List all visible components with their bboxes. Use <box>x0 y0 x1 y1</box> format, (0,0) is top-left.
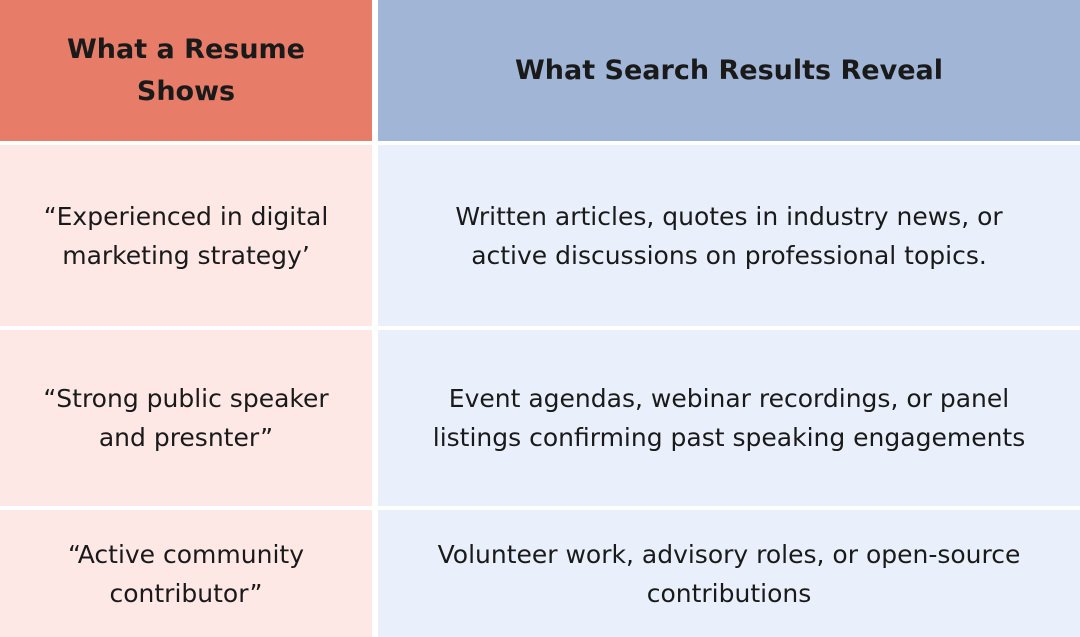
row-3-search-cell: Volunteer work, advisory roles, or open-… <box>378 510 1080 637</box>
header-resume-column: What a Resume Shows <box>0 0 372 141</box>
row-3-resume-text: “Active community contributor” <box>68 539 304 608</box>
row-3-search-text: Volunteer work, advisory roles, or open-… <box>437 539 1021 608</box>
row-1-search-cell: Written articles, quotes in industry new… <box>378 145 1080 326</box>
row-1-resume-cell: “Experienced in digital marketing strate… <box>0 145 372 326</box>
header-resume-label: What a Resume Shows <box>67 33 305 107</box>
row-2-search-text: Event agendas, webinar recordings, or pa… <box>432 384 1026 452</box>
header-search-column: What Search Results Reveal <box>378 0 1080 141</box>
row-3-resume-cell: “Active community contributor” <box>0 510 372 637</box>
row-1-resume-text: “Experienced in digital marketing strate… <box>43 201 329 270</box>
row-2-search-cell: Event agendas, webinar recordings, or pa… <box>378 330 1080 506</box>
row-2-resume-cell: “Strong public speaker and presnter” <box>0 330 372 506</box>
header-search-label: What Search Results Reveal <box>515 54 943 86</box>
row-2-resume-text: “Strong public speaker and presnter” <box>43 384 329 452</box>
row-1-search-text: Written articles, quotes in industry new… <box>455 201 1003 270</box>
